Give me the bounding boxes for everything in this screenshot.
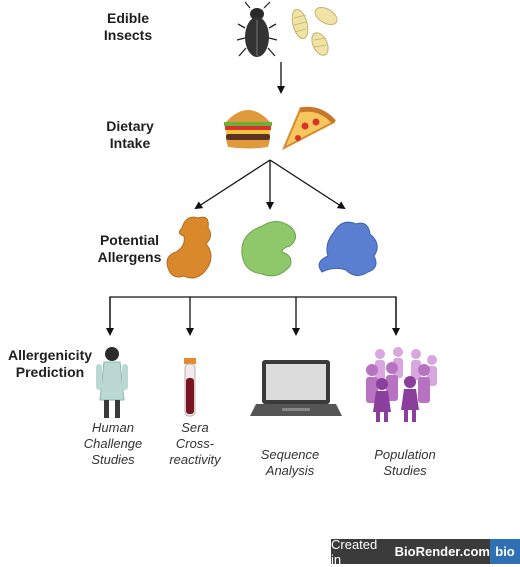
allergen-orange-icon xyxy=(166,216,212,279)
burger-icon xyxy=(224,110,272,149)
branch-bracket xyxy=(109,296,397,332)
beetle-icon xyxy=(236,1,278,57)
arrow-intake-to-allergen-1 xyxy=(194,159,271,210)
method-label-human-challenge: Human Challenge Studies xyxy=(83,420,143,467)
biorender-badge[interactable]: Created in BioRender.com bio xyxy=(331,536,520,567)
people-group-icon xyxy=(366,347,437,422)
test-tube-icon xyxy=(184,358,196,417)
pizza-slice-icon xyxy=(282,106,336,151)
label-dietary-intake: Dietary Intake xyxy=(106,118,154,151)
larva-icon xyxy=(291,6,338,56)
flow-arrows xyxy=(106,62,400,336)
method-label-sera-cross-reactivity: Sera Cross- reactivity xyxy=(169,420,221,467)
label-edible-insects: Edible Insects xyxy=(103,10,153,43)
arrow-intake-to-allergen-3 xyxy=(269,159,346,210)
label-potential-allergens: Potential Allergens xyxy=(97,232,162,265)
badge-prefix: Created in xyxy=(331,536,378,567)
label-allergenicity-prediction: Allergenicity Prediction xyxy=(7,347,93,380)
allergen-green-icon xyxy=(241,221,296,277)
laptop-icon xyxy=(250,360,342,416)
method-label-sequence-analysis: Sequence Analysis xyxy=(260,447,320,478)
allergen-blue-icon xyxy=(318,221,378,276)
method-label-population-studies: Population Studies xyxy=(374,447,436,478)
badge-brand: BioRender.com xyxy=(394,544,490,559)
badge-text: Created in BioRender.com xyxy=(331,536,490,567)
biorender-logo-icon: bio xyxy=(490,539,520,564)
patient-icon xyxy=(96,347,128,418)
